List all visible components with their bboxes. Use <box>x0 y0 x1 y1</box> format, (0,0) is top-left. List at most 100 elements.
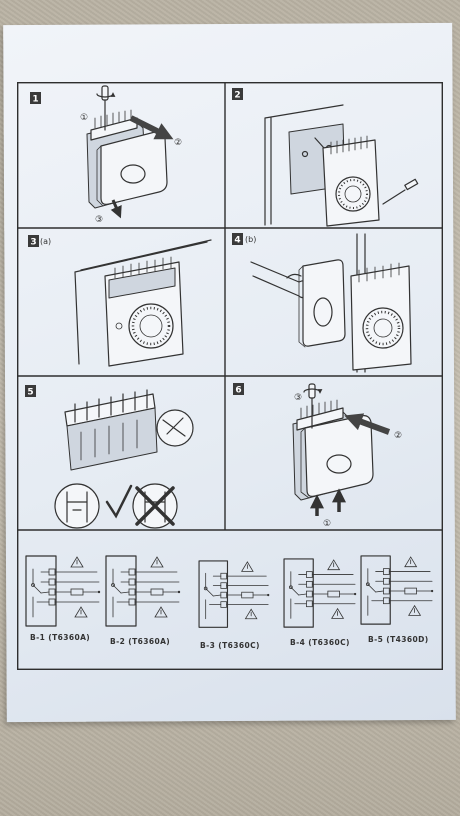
step-2-screwdriver-right-handle <box>404 178 419 191</box>
step-1-release-arrow <box>110 199 122 219</box>
step-5-correct-circle <box>54 483 100 529</box>
wiring-schematic-b1 <box>25 555 101 627</box>
wiring-diagram-b3: B-3 (T6360C) <box>198 560 270 650</box>
step-6-cover-edge <box>300 427 310 499</box>
step-5-terminal-strip-body <box>66 407 158 471</box>
wiring-label-b3: B-3 (T6360C) <box>200 641 260 650</box>
step-2-screw-hole-left <box>301 150 309 158</box>
step-1-cover-edge <box>96 145 104 207</box>
step-3-dial <box>128 303 174 349</box>
step-5-cross-mark <box>135 486 175 526</box>
step-2-badge-box <box>232 88 243 100</box>
step-5-badge: 5 <box>25 385 36 398</box>
step-2-dial-ticks <box>338 179 368 209</box>
wiring-label-b4: B-4 (T6360C) <box>290 638 350 647</box>
step-5-badge-box <box>25 385 36 397</box>
step-4-cover-edge <box>298 265 306 348</box>
step-2-illustration <box>264 104 419 227</box>
step-4-suffix: (b) <box>245 235 256 244</box>
step-6-screwdriver-handle <box>308 383 316 399</box>
step-4-thermostat-base <box>350 265 412 371</box>
step-2-thermostat-base <box>322 139 380 227</box>
wiring-diagrams: B-1 (T6360A) B-2 (T6360A) B-3 (T6360C) B… <box>25 555 434 650</box>
step-1-badge: 1 <box>30 92 41 105</box>
step-5-terminal-teeth <box>74 389 148 423</box>
step-2-screwdriver-right-shaft <box>382 189 406 205</box>
step-3-badge: 3 (a) <box>28 235 51 248</box>
panel-grid <box>17 82 443 670</box>
step-1-marker-2: ② <box>174 138 182 148</box>
step-2-number: 2 <box>234 91 240 101</box>
step-4-terminal-teeth <box>358 262 400 283</box>
step-6-terminal-teeth <box>300 399 338 419</box>
step-1-terminal-teeth <box>94 109 132 129</box>
instruction-frame: 1 2 3 (a) 4 (b) 5 6 <box>17 82 443 670</box>
step-1-marker-1: ① <box>80 113 88 123</box>
step-4-illustration <box>250 233 412 373</box>
step-3-suffix: (a) <box>40 237 51 246</box>
step-1-marker-3: ③ <box>95 215 103 225</box>
step-1-number: 1 <box>32 95 38 105</box>
step-6-rotate-arrow <box>303 388 323 394</box>
step-4-hand <box>250 261 310 299</box>
step-2-badge: 2 <box>232 88 243 101</box>
step-3-dial-ticks <box>131 306 171 346</box>
step-5-correct-terminal <box>66 491 88 523</box>
wiring-label-b5: B-5 (T4360D) <box>368 635 429 644</box>
step-1-screwdriver-handle <box>101 85 109 101</box>
wiring-label-b2: B-2 (T6360A) <box>110 637 170 646</box>
step-6-marker-2: ② <box>394 431 402 441</box>
step-5-detail-tools <box>162 417 186 437</box>
wiring-schematic-b2 <box>105 555 181 627</box>
step-2-dial <box>335 176 371 212</box>
step-3-terminal-teeth <box>114 256 172 279</box>
step-2-dial-knob <box>344 185 362 203</box>
step-4-dial-knob <box>373 318 393 338</box>
wiring-label-b1: B-1 (T6360A) <box>30 633 90 642</box>
step-2-wall <box>264 104 344 226</box>
step-1-illustration: ① ② ③ <box>80 85 182 225</box>
wiring-schematic-b3 <box>198 560 270 628</box>
step-6-dial-window <box>326 454 352 474</box>
step-1-badge-box <box>30 92 41 104</box>
step-1-rotate-arrow <box>96 92 116 98</box>
step-4-badge: 4 (b) <box>232 233 256 246</box>
step-5-illustration <box>54 389 194 529</box>
step-3-number: 3 <box>30 238 36 248</box>
step-6-push-arrow <box>344 413 391 435</box>
step-1-pull-arrow <box>129 115 174 140</box>
step-5-check-mark <box>105 484 133 519</box>
wiring-diagram-b5: B-5 (T4360D) <box>360 555 434 644</box>
step-3-dial-knob <box>139 314 163 338</box>
step-3-terminal-block <box>108 267 176 299</box>
wiring-diagram-b4: B-4 (T6360C) <box>283 558 357 647</box>
step-4-badge-box <box>232 233 243 245</box>
step-3-illustration <box>74 239 212 367</box>
step-6-badge: 6 <box>233 383 244 396</box>
step-1-terminal-strip <box>90 117 138 141</box>
wiring-schematic-b4 <box>283 558 357 628</box>
step-4-number: 4 <box>234 236 240 246</box>
step-1-dial-window <box>120 164 146 184</box>
step-3-screw <box>115 322 123 330</box>
step-6-badge-box <box>233 383 244 395</box>
step-6-number: 6 <box>235 386 241 396</box>
wiring-diagram-b1: B-1 (T6360A) <box>25 555 101 642</box>
step-2-terminal-teeth <box>330 135 368 155</box>
wiring-diagram-b2: B-2 (T6360A) <box>105 555 181 646</box>
step-5-number: 5 <box>27 388 33 398</box>
step-5-wire-slots <box>80 419 138 461</box>
step-4-cover <box>302 259 346 347</box>
step-6-terminal-strip <box>296 407 344 431</box>
wiring-schematic-b5 <box>360 555 434 625</box>
step-6-marker-3: ③ <box>294 393 302 403</box>
step-4-dial-window <box>313 297 333 327</box>
step-3-badge-box <box>28 235 39 247</box>
step-6-cover <box>304 415 374 497</box>
step-4-dial-ticks <box>365 310 401 346</box>
step-6-illustration: ③ ② ① <box>292 383 402 529</box>
step-4-dial <box>362 307 404 349</box>
step-6-marker-1: ① <box>323 519 331 529</box>
step-3-wall <box>74 239 212 365</box>
